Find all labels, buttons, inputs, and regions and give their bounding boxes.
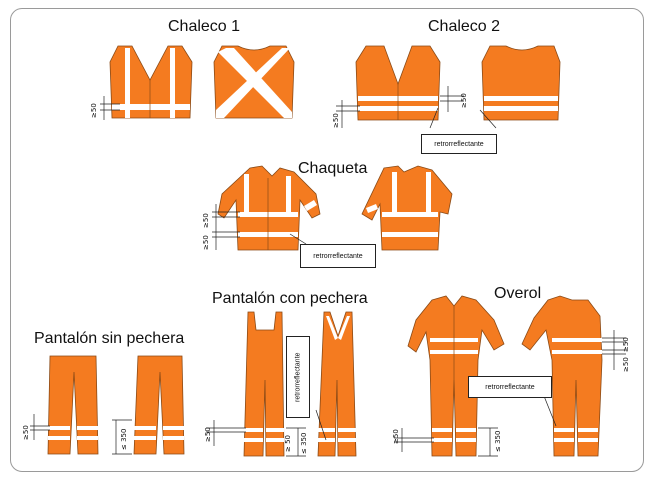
dim-chaleco1: ≥50: [90, 103, 98, 118]
overol-back: [521, 295, 603, 457]
chaqueta-front: [217, 165, 321, 251]
chaleco1-dimension: [100, 96, 120, 120]
callout-retro-chaqueta: retrorreflectante: [300, 244, 376, 268]
dim-chaqueta-bottom: ≥50: [202, 235, 210, 250]
chaleco2-front: [355, 45, 441, 121]
overol-dimension: [394, 330, 626, 457]
pantalon-sin-dimension: [30, 414, 132, 455]
title-chaleco2: Chaleco 2: [428, 18, 501, 35]
dim-overol-left: ≥50: [392, 429, 400, 444]
dim-chaleco2-left: ≥50: [332, 113, 340, 128]
pantalon-sin-front: [47, 355, 99, 455]
dim-overol-bottom: ≥50: [622, 357, 630, 372]
chaqueta-dimension: [212, 204, 307, 250]
dim-pantalon-con-right: ≤ 350: [300, 433, 308, 454]
dim-pantalon-sin-right: ≤ 350: [120, 429, 128, 450]
dim-overol-right: ≤ 350: [494, 431, 502, 452]
title-overol: Overol: [494, 285, 542, 302]
title-chaqueta: Chaqueta: [298, 160, 368, 177]
pantalon-con-back: [317, 311, 357, 457]
title-pantalon-sin: Pantalón sin pechera: [34, 330, 185, 347]
chaleco2-dimension: [336, 86, 497, 129]
pantalon-con-front: [243, 311, 285, 457]
dim-chaleco2-right: ≥50: [460, 93, 468, 108]
dim-pantalon-con-mid: ≥ 50: [284, 435, 292, 452]
overol-front: [407, 295, 505, 457]
chaqueta-back: [361, 165, 453, 251]
callout-retro-pantalon: retrorreflectante: [286, 336, 310, 418]
dim-chaqueta-top: ≥50: [202, 213, 210, 228]
title-chaleco1: Chaleco 1: [168, 18, 241, 35]
chaleco1-front: [109, 45, 193, 119]
dim-overol-top: ≥50: [622, 337, 630, 352]
chaleco1-back: [213, 45, 295, 119]
pantalon-con-dimension: [206, 409, 327, 457]
dim-pantalon-con-left: ≥50: [204, 427, 212, 442]
chaleco2-back: [481, 45, 561, 121]
callout-retro-overol: retrorreflectante: [468, 376, 552, 398]
dim-pantalon-sin-left: ≥50: [22, 425, 30, 440]
callout-retro-chaleco2: retrorreflectante: [421, 134, 497, 154]
pantalon-sin-back: [133, 355, 185, 455]
title-pantalon-con: Pantalón con pechera: [212, 290, 368, 307]
